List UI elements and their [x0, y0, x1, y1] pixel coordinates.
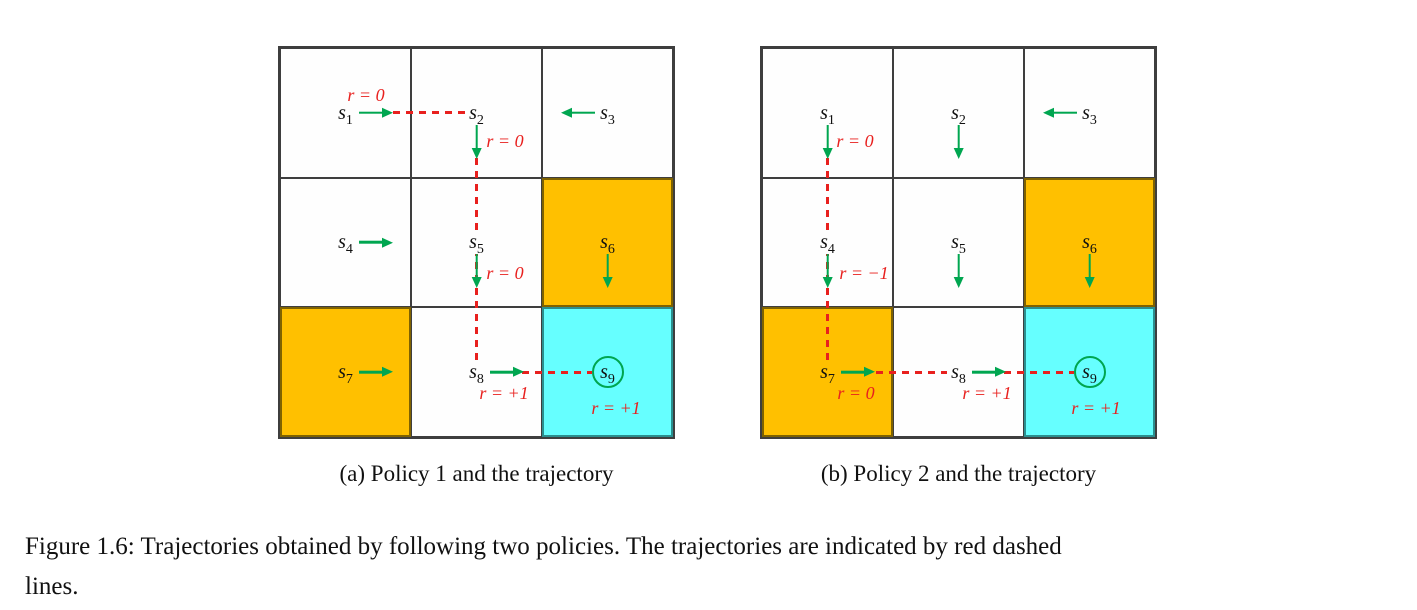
policy-arrow-down-icon	[826, 124, 829, 149]
policy-arrow-down-icon	[826, 254, 829, 279]
figure-caption: Figure 1.6: Trajectories obtained by fol…	[25, 527, 1407, 607]
state-label-s6: s6	[1082, 231, 1097, 258]
state-label-s3: s3	[600, 101, 615, 128]
reward-label: r = 0	[486, 131, 524, 151]
trajectory-segment	[1004, 371, 1074, 374]
cell-a-s4: s4	[280, 177, 411, 308]
reward-label: r = +1	[479, 383, 529, 403]
state-label-s5: s5	[951, 231, 966, 258]
trajectory-segment	[393, 111, 466, 114]
cell-a-s6-forbidden: s6	[542, 177, 673, 308]
policy-arrow-down-icon	[475, 254, 478, 279]
state-label-s1: s1	[338, 101, 353, 128]
policy-arrow-down-icon	[606, 254, 609, 279]
trajectory-segment	[876, 371, 947, 374]
reward-label: r = 0	[486, 263, 524, 283]
figure-caption-line1: Figure 1.6: Trajectories obtained by fol…	[25, 533, 1062, 560]
policy-arrow-right-icon	[840, 370, 865, 374]
state-label-s3: s3	[1082, 101, 1097, 128]
policy-arrow-left-icon	[1052, 111, 1077, 115]
gridworld-policy2: s1 s2 s3 s4 s5 s6 s7 s8	[760, 46, 1157, 439]
state-label-s8: s8	[469, 361, 484, 388]
state-label-s8: s8	[951, 361, 966, 388]
policy-arrow-right-icon	[358, 370, 383, 374]
state-label-s6: s6	[600, 231, 615, 258]
policy-arrow-right-icon	[971, 370, 996, 374]
cell-b-s1: s1	[762, 48, 893, 178]
policy-arrow-down-icon	[957, 254, 960, 279]
state-label-s2: s2	[469, 101, 484, 128]
state-label-s4: s4	[817, 230, 838, 257]
subcaption-a: (a) Policy 1 and the trajectory	[339, 461, 614, 486]
cell-b-s6-forbidden: s6	[1024, 177, 1155, 308]
policy-arrow-down-icon	[1088, 254, 1091, 279]
trajectory-segment	[522, 371, 592, 374]
reward-label: r = 0	[836, 131, 874, 151]
reward-label: r = +1	[591, 398, 641, 418]
state-label-s5: s5	[466, 230, 487, 257]
figure-caption-line2: lines.	[25, 573, 79, 600]
cell-b-s2: s2	[893, 48, 1024, 178]
subcaption-b: (b) Policy 2 and the trajectory	[820, 461, 1097, 486]
policy-arrow-right-icon	[358, 111, 383, 115]
state-label-s4: s4	[338, 231, 353, 258]
state-label-s2: s2	[951, 101, 966, 128]
state-label-s9-circled: s9	[591, 356, 624, 389]
reward-label: r = +1	[1071, 398, 1121, 418]
state-label-s7: s7	[338, 361, 353, 388]
reward-label: r = 0	[347, 85, 385, 105]
policy-arrow-right-icon	[489, 370, 514, 374]
cell-b-s9-target: s9	[1024, 307, 1155, 437]
reward-label: r = 0	[837, 383, 875, 403]
cell-b-s3: s3	[1024, 48, 1155, 178]
policy-arrow-down-icon	[957, 124, 960, 149]
gridworld-policy1: s1 s2 s3 s4 s5 s6 s7 s8	[278, 46, 675, 439]
policy-arrow-right-icon	[358, 241, 383, 244]
cell-a-s7-forbidden: s7	[280, 307, 411, 437]
cell-a-s1: s1	[280, 48, 411, 178]
cell-a-s3: s3	[542, 48, 673, 178]
state-label-s9-circled: s9	[1073, 356, 1106, 389]
cell-b-s5: s5	[893, 177, 1024, 308]
reward-label: r = +1	[962, 383, 1012, 403]
policy-arrow-left-icon	[570, 111, 595, 115]
policy-arrow-down-icon	[475, 124, 478, 149]
state-label-s7: s7	[820, 361, 835, 388]
reward-label: r = −1	[839, 263, 889, 283]
state-label-s1: s1	[820, 101, 835, 128]
